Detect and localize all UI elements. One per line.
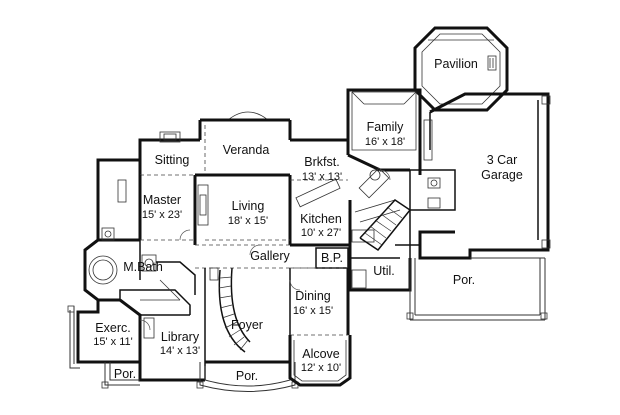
- left-porch-structure: [101, 362, 140, 389]
- dining-label: Dining: [295, 289, 330, 303]
- kitchen-label: Kitchen: [300, 212, 342, 226]
- master-label: Master: [143, 193, 181, 207]
- living-structure: [195, 173, 292, 245]
- kitchen-dim: 10' x 27': [301, 227, 341, 239]
- closets: [119, 279, 191, 315]
- garage-structure: [418, 92, 551, 260]
- mbath-structure: [83, 238, 196, 302]
- door-swings: [139, 169, 391, 331]
- alcove-dim: 12' x 10': [301, 362, 341, 374]
- dining-dim: 16' x 15': [293, 305, 333, 317]
- library-label: Library: [161, 330, 200, 344]
- por-right-label: Por.: [453, 273, 475, 287]
- right-porch-structure: [406, 257, 548, 321]
- pavilion-structure: [413, 26, 509, 112]
- rear-stairs: [359, 199, 412, 252]
- sitting-structure: [138, 131, 200, 176]
- veranda-label: Veranda: [223, 143, 270, 157]
- foyer-structure: [204, 267, 291, 364]
- mbath-label: M.Bath: [123, 260, 163, 274]
- exerc-label: Exerc.: [95, 321, 130, 335]
- sitting-label: Sitting: [155, 153, 190, 167]
- family-label: Family: [367, 120, 405, 134]
- living-dim: 18' x 15': [228, 215, 268, 227]
- family-dim: 16' x 18': [365, 136, 405, 148]
- gallery-structure: [195, 244, 316, 269]
- library-dim: 14' x 13': [160, 345, 200, 357]
- garage-label-2: Garage: [481, 168, 523, 182]
- gallery-label: Gallery: [250, 249, 290, 263]
- alcove-structure: [288, 335, 352, 387]
- master-structure: [96, 158, 197, 245]
- kitchen-structure: [290, 140, 410, 247]
- service-rooms: [395, 169, 456, 258]
- pavilion-label: Pavilion: [434, 57, 478, 71]
- foyer-label: Foyer: [231, 318, 263, 332]
- master-dim: 15' x 23': [142, 209, 182, 221]
- garage-label-1: 3 Car: [487, 153, 518, 167]
- bp-label: B.P.: [321, 251, 343, 265]
- brkfst-dim: 13' x 13': [302, 171, 342, 183]
- util-label: Util.: [373, 264, 395, 278]
- por-left-label: Por.: [114, 367, 136, 381]
- por-front-label: Por.: [236, 369, 258, 383]
- living-label: Living: [232, 199, 265, 213]
- brkfst-label: Brkfst.: [304, 155, 339, 169]
- family-structure: [290, 88, 433, 175]
- alcove-label: Alcove: [302, 347, 340, 361]
- dining-structure: [290, 267, 350, 336]
- exerc-dim: 15' x 11': [93, 336, 132, 348]
